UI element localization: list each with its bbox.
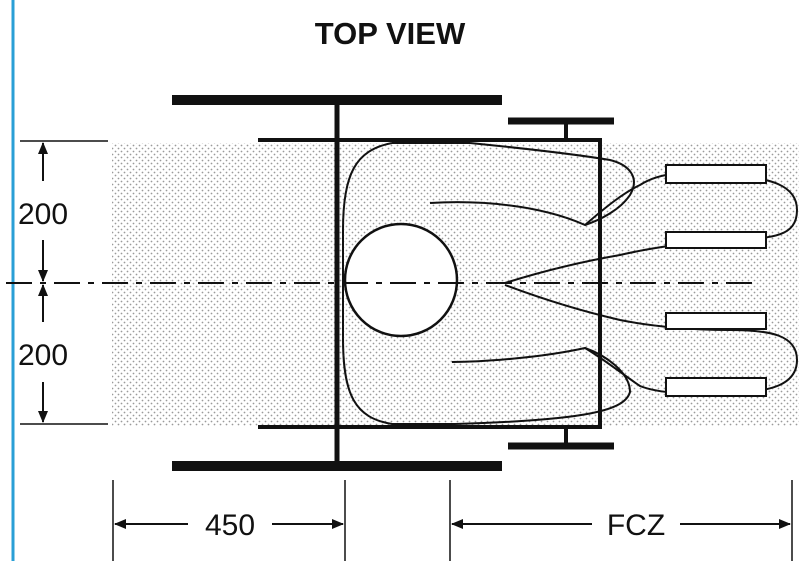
occupant-arm-bottom — [454, 347, 632, 425]
footrest-top-upper — [665, 164, 767, 184]
occupant-back-outline — [342, 142, 455, 425]
footrest-bottom-lower — [665, 377, 767, 397]
footrest-top-lower — [665, 231, 767, 249]
occupant-head — [343, 222, 459, 338]
dim-lower-label: 200 — [18, 339, 68, 372]
occupant-arm-top — [469, 142, 635, 226]
occupant-leg-top — [429, 171, 799, 284]
dim-upper-label: 200 — [18, 198, 68, 231]
footrest-bottom-upper — [665, 312, 767, 330]
diagram-title: TOP VIEW — [315, 16, 466, 51]
dim-fcz-label: FCZ — [607, 509, 665, 542]
dim-450-label: 450 — [205, 509, 255, 542]
